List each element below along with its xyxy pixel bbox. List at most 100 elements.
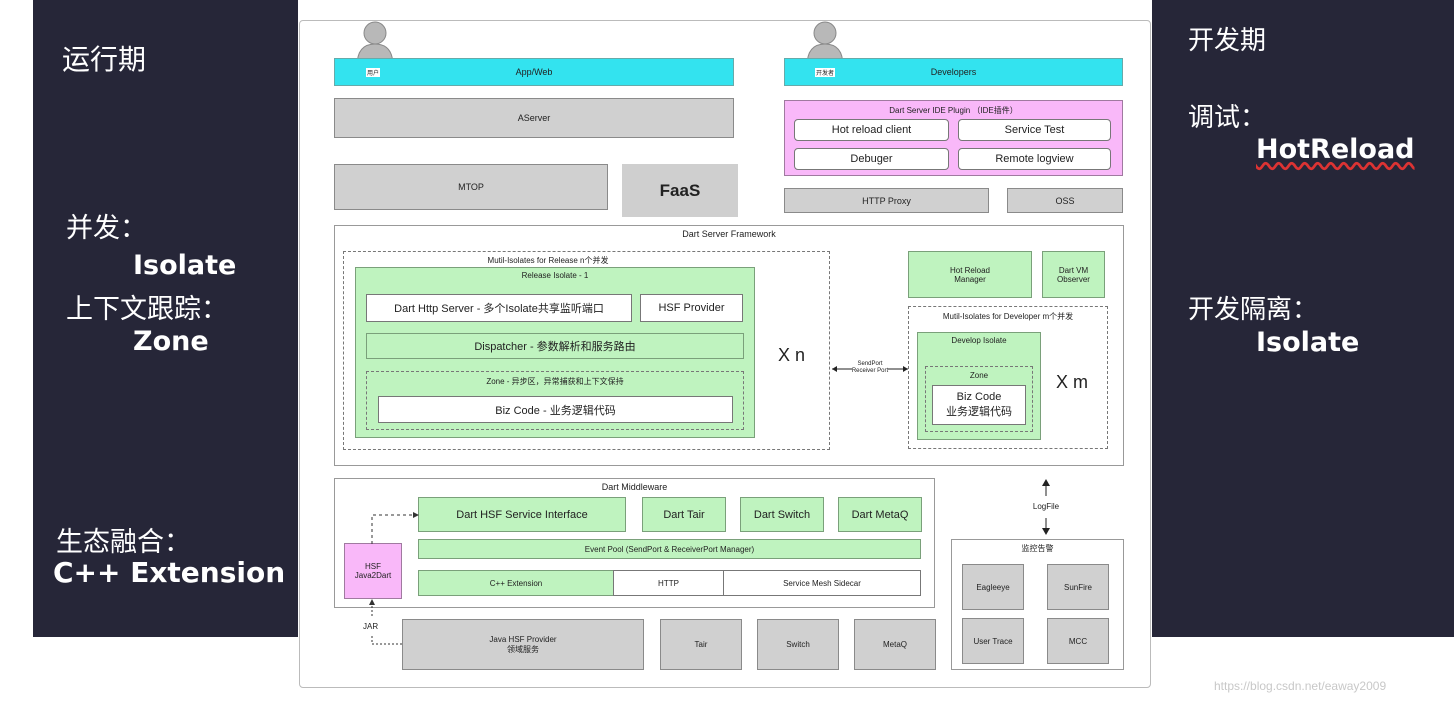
java-hsf-provider-line2: 领域服务 [507,644,539,654]
dart-hsf-service-interface-box: Dart HSF Service Interface [418,497,626,532]
devtime-label: 开发期 [1188,26,1267,56]
hot-reload-manager-box: Hot Reload Manager [908,251,1032,298]
user-tag: 用户 [366,68,381,77]
service-test-label: Service Test [1004,124,1065,136]
biz-code-box: Biz Code - 业务逻辑代码 [378,396,733,423]
isolate-label-left: Isolate [133,250,237,281]
biz-code-label: Biz Code - 业务逻辑代码 [495,404,616,417]
monitor-title: 监控告警 [1021,544,1054,553]
hsf-java2dart-line2: Java2Dart [354,571,392,580]
jar-label: JAR [363,622,379,631]
tair-box: Tair [660,619,742,670]
aserver-box: AServer [334,98,734,138]
develop-isolate-title: Develop Isolate [951,336,1007,345]
dart-hsf-service-interface-label: Dart HSF Service Interface [456,508,588,521]
service-test-box: Service Test [958,119,1111,141]
dispatcher-label: Dispatcher - 参数解析和服务路由 [474,341,636,353]
left-dark-panel [33,0,298,637]
metaq-box: MetaQ [854,619,936,670]
event-pool-label: Event Pool (SendPort & ReceiverPort Mana… [584,544,755,554]
app-web-label: App/Web [515,67,553,77]
debug-label: 调试： [1188,103,1267,133]
dart-metaq-label: Dart MetaQ [851,508,909,521]
developer-isolates-title: Mutil-Isolates for Developer m个并发 [942,312,1074,321]
faas-box: FaaS [622,164,738,217]
hot-reload-client-box: Hot reload client [794,119,949,141]
dart-tair-box: Dart Tair [642,497,726,532]
app-web-box: App/Web [334,58,734,86]
tair-label: Tair [694,640,708,649]
cpp-extension-box: C++ Extension [418,570,614,596]
ecosystem-label: 生态融合： [56,527,191,558]
developers-box: Developers [784,58,1123,86]
cpp-extension-box-label: C++ Extension [489,578,543,588]
dev-biz-code-line1: Biz Code [956,391,1002,403]
release-isolate-title: Release Isolate - 1 [521,271,589,280]
dart-switch-box: Dart Switch [740,497,824,532]
http-label: HTTP [658,578,679,588]
right-dark-panel [1152,0,1454,637]
zone-label-left: Zone [133,326,209,357]
developer-tag: 开发者 [815,68,836,77]
event-pool-box: Event Pool (SendPort & ReceiverPort Mana… [418,539,921,559]
hot-reload-manager-line2: Manager [954,274,986,284]
sunfire-box: SunFire [1047,564,1109,610]
sendport-label: SendPort [857,361,883,367]
cpp-extension-label: C++ Extension [53,556,286,589]
sunfire-label: SunFire [1063,582,1092,592]
runtime-label: 运行期 [62,43,147,76]
remote-logview-box: Remote logview [958,148,1111,170]
user-trace-label: User Trace [973,636,1013,646]
ide-plugin-title: Dart Server IDE Plugin （IDE插件） [889,106,1018,115]
metaq-label: MetaQ [882,640,907,649]
oss-box: OSS [1007,188,1123,213]
dart-http-server-box: Dart Http Server - 多个Isolate共享监听端口 [366,294,632,322]
dispatcher-box: Dispatcher - 参数解析和服务路由 [366,333,744,359]
hot-reload-manager-line1: Hot Reload [949,265,991,275]
dart-vm-line2: Observer [1057,274,1090,284]
oss-label: OSS [1055,195,1075,206]
zone-desc-label: Zone - 异步区，异常捕获和上下文保持 [486,377,624,386]
hsf-provider-label: HSF Provider [658,302,725,314]
service-mesh-box: Service Mesh Sidecar [723,570,921,596]
framework-title: Dart Server Framework [682,229,776,239]
remote-logview-label: Remote logview [995,153,1074,165]
java-hsf-provider-line1: Java HSF Provider [489,634,557,644]
xn-label: X n [778,345,806,365]
developer-isolates-group [908,306,1108,449]
release-isolates-group [343,251,830,450]
isolate-label-right: Isolate [1256,327,1360,358]
dart-metaq-box: Dart MetaQ [838,497,922,532]
mtop-label: MTOP [458,182,484,192]
context-tracking-label: 上下文跟踪： [66,294,228,325]
switch-box: Switch [757,619,839,670]
dart-http-server-label: Dart Http Server - 多个Isolate共享监听端口 [394,303,604,315]
http-box: HTTP [613,570,724,596]
eagleeye-label: Eagleeye [976,582,1010,592]
logfile-arrows [1042,479,1050,535]
aserver-label: AServer [517,113,551,123]
hot-reload-client-label: Hot reload client [831,124,912,136]
java2dart-connector [371,512,419,544]
sendport-arrow [832,366,908,372]
hsf-java2dart-line1: HSF [365,562,381,571]
logfile-label: LogFile [1032,502,1060,511]
debuger-label: Debuger [850,153,893,165]
switch-label: Switch [786,640,810,649]
watermark: https://blog.csdn.net/eaway2009 [1214,679,1387,693]
dart-switch-label: Dart Switch [753,508,811,521]
concurrency-label: 并发： [66,213,147,244]
xm-label: X m [1056,372,1089,392]
jar-connector [369,599,404,645]
http-proxy-label: HTTP Proxy [862,195,911,206]
mcc-label: MCC [1068,636,1088,646]
middleware-title: Dart Middleware [601,482,668,492]
dev-zone-group [925,366,1033,432]
dart-vm-line1: Dart VM [1058,265,1089,275]
hsf-provider-box: HSF Provider [640,294,743,322]
dart-tair-label: Dart Tair [663,508,705,521]
eagleeye-box: Eagleeye [962,564,1024,610]
user-trace-box: User Trace [962,618,1024,664]
release-isolates-title: Mutil-Isolates for Release n个并发 [487,256,609,265]
dev-biz-code-line2: 业务逻辑代码 [946,406,1012,418]
